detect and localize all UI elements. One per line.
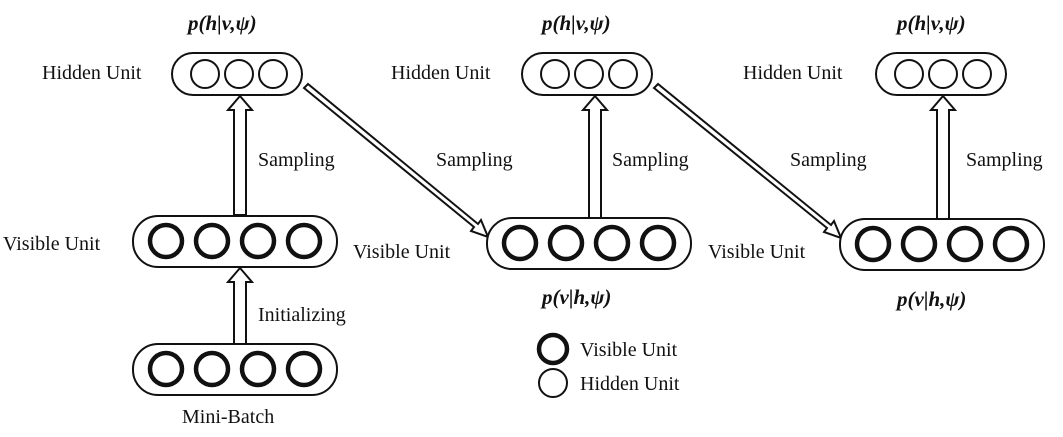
stage2-visible-layer: [486, 217, 692, 270]
visible-unit: [239, 350, 277, 388]
initializing-arrow: [225, 266, 255, 345]
stage3-visible-label: Visible Unit: [708, 241, 806, 263]
stage2-hidden-label: Hidden Unit: [391, 62, 491, 84]
stage3-hidden-layer: [875, 52, 1007, 96]
visible-unit: [854, 225, 892, 263]
visible-unit: [285, 222, 323, 260]
diagonal-sampling-label-1: Sampling: [436, 149, 513, 171]
visible-unit: [193, 350, 231, 388]
visible-unit: [147, 222, 185, 260]
stage3-hidden-formula: p(h|v,ψ): [895, 11, 966, 35]
diagonal-sampling-label-2: Sampling: [790, 149, 867, 171]
stage2-to-stage3-sampling-arrow: [652, 82, 843, 240]
visible-unit: [285, 350, 323, 388]
hidden-unit: [928, 59, 958, 89]
mini-batch-layer: [132, 343, 338, 396]
hidden-unit: [258, 59, 288, 89]
stage1-visible-label: Visible Unit: [3, 233, 101, 255]
stage3-visible-formula: p(v|h,ψ): [895, 287, 966, 311]
visible-unit: [593, 224, 631, 262]
legend-visible-unit-icon: [536, 332, 570, 366]
hidden-unit: [608, 59, 638, 89]
visible-unit: [946, 225, 984, 263]
hidden-unit: [574, 59, 604, 89]
visible-unit: [547, 224, 585, 262]
stage3-hidden-label: Hidden Unit: [743, 62, 843, 84]
stage1-hidden-layer: [171, 52, 303, 96]
visible-unit: [147, 350, 185, 388]
hidden-unit: [540, 59, 570, 89]
visible-unit: [639, 224, 677, 262]
stage2-visible-formula: p(v|h,ψ): [540, 285, 611, 309]
hidden-unit: [962, 59, 992, 89]
mini-batch-label: Mini-Batch: [182, 406, 274, 428]
stage2-hidden-layer: [521, 52, 653, 96]
legend-hidden-unit-label: Hidden Unit: [580, 373, 680, 395]
stage1-sampling-arrow: [225, 94, 255, 216]
stage2-sampling-arrow: [580, 94, 610, 219]
stage2-sampling-label: Sampling: [612, 149, 689, 171]
visible-unit: [501, 224, 539, 262]
hidden-unit: [224, 59, 254, 89]
visible-unit: [900, 225, 938, 263]
stage2-visible-label: Visible Unit: [353, 241, 451, 263]
stage3-sampling-label: Sampling: [966, 149, 1043, 171]
stage1-sampling-label: Sampling: [258, 149, 335, 171]
stage1-hidden-label: Hidden Unit: [42, 62, 142, 84]
initializing-label: Initializing: [258, 304, 346, 326]
stage1-visible-layer: [132, 215, 338, 268]
stage3-visible-layer: [839, 218, 1045, 271]
legend: Visible Unit Hidden Unit: [536, 332, 680, 398]
visible-unit: [992, 225, 1030, 263]
stage1-hidden-formula: p(h|v,ψ): [186, 11, 257, 35]
hidden-unit: [894, 59, 924, 89]
legend-hidden-unit-icon: [538, 368, 568, 398]
visible-unit: [193, 222, 231, 260]
visible-unit: [239, 222, 277, 260]
stage1-to-stage2-sampling-arrow: [302, 82, 490, 239]
hidden-unit: [190, 59, 220, 89]
stage3-sampling-arrow: [928, 94, 958, 220]
legend-visible-unit-label: Visible Unit: [580, 339, 678, 361]
stage2-hidden-formula: p(h|v,ψ): [540, 11, 611, 35]
